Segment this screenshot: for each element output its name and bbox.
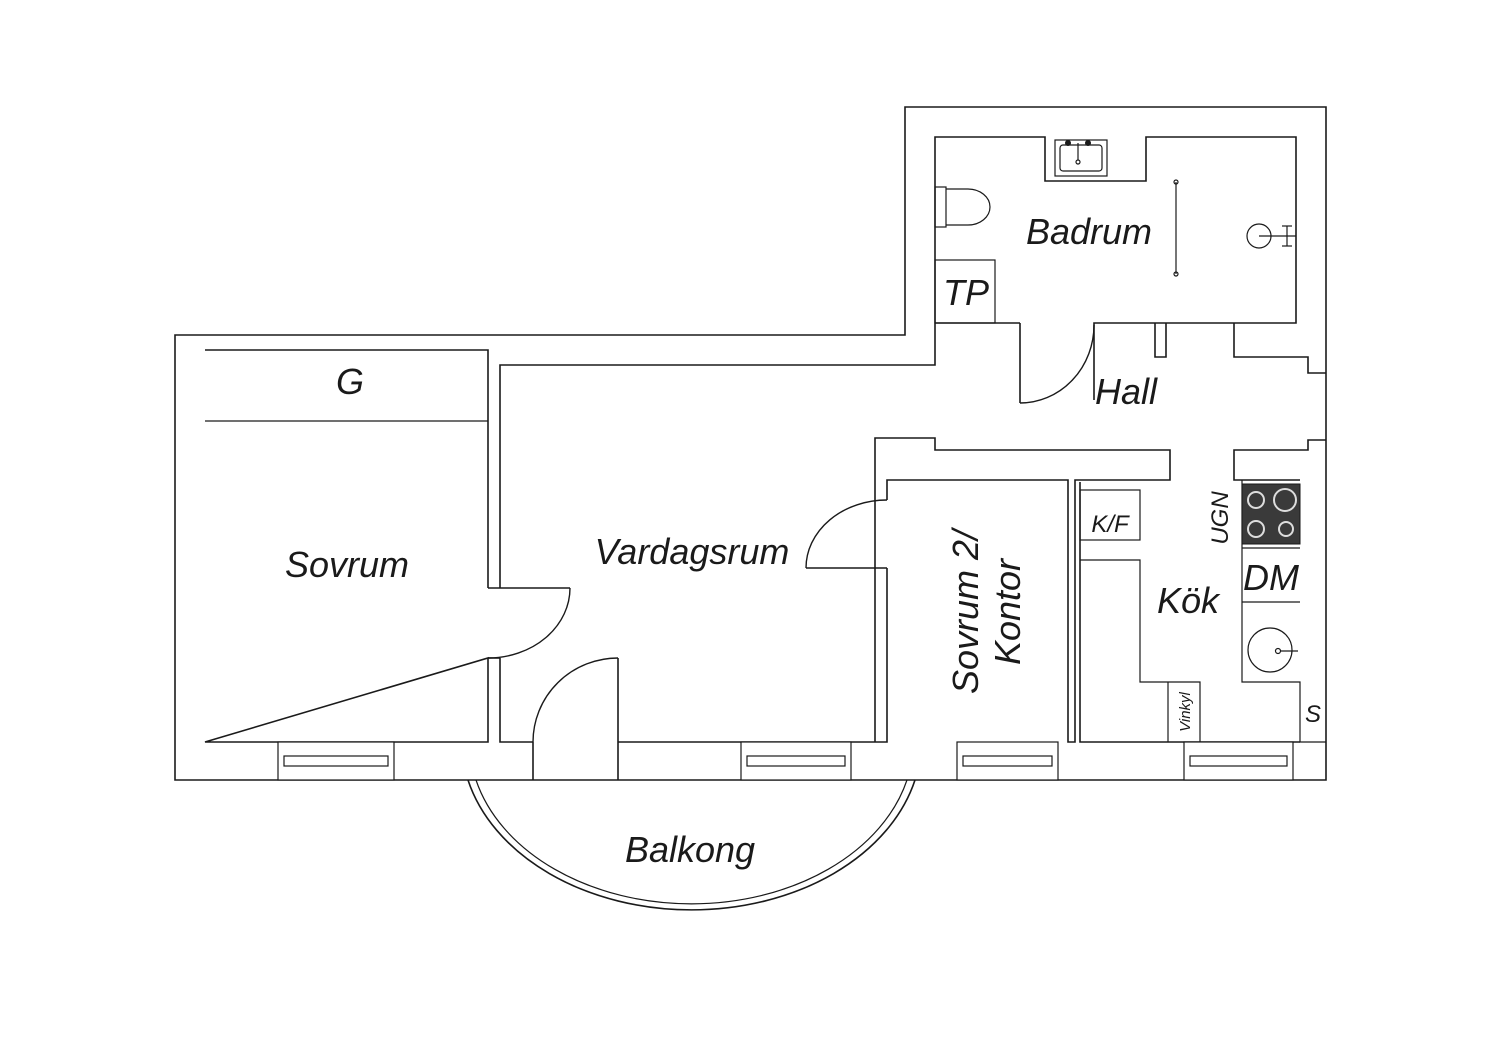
fixture-label-kf: K/F <box>1091 511 1130 538</box>
stove-icon <box>1241 483 1301 545</box>
fixture-label-s: S <box>1305 701 1321 728</box>
badrum-door <box>1019 324 1095 404</box>
window <box>740 741 852 781</box>
outer-walls <box>174 106 1327 781</box>
room-label-badrum: Badrum <box>1026 211 1152 252</box>
fixture-label-garderob: G <box>336 361 364 402</box>
window <box>956 741 1059 781</box>
shower-screen <box>1173 179 1179 277</box>
sink-icon <box>1054 139 1108 177</box>
badrum-room <box>934 136 1297 404</box>
kitchen-sink-icon <box>1247 627 1298 673</box>
room-label-sovrum2: Sovrum 2/ Kontor <box>945 526 1028 694</box>
kf-fridge <box>1079 489 1141 541</box>
hall-area <box>1154 323 1326 481</box>
sovrum2-door <box>805 499 888 569</box>
room-label-kok: Kök <box>1157 580 1221 621</box>
window <box>1183 741 1294 781</box>
vardagsrum-room <box>499 335 1171 780</box>
fixture-label-vinkyl: Vinkyl <box>1177 691 1194 731</box>
window <box>277 741 395 781</box>
fixture-label-tp: TP <box>943 272 989 313</box>
room-label-balkong: Balkong <box>625 829 755 870</box>
sovrum-door <box>487 587 571 659</box>
fixture-label-ugn: UGN <box>1207 491 1234 545</box>
room-label-hall: Hall <box>1095 371 1158 412</box>
balcony <box>467 779 916 911</box>
room-label-sovrum2-line1: Sovrum 2/ <box>945 526 986 694</box>
fixture-label-dm: DM <box>1243 557 1299 598</box>
tp-cabinet <box>934 259 996 324</box>
room-label-sovrum2-line2: Kontor <box>987 557 1028 665</box>
windows <box>277 741 1294 781</box>
sovrum-room <box>204 349 571 743</box>
room-label-sovrum: Sovrum <box>285 544 409 585</box>
room-label-vardagsrum: Vardagsrum <box>595 531 790 572</box>
shower-icon <box>1246 223 1296 249</box>
toilet-icon <box>934 186 991 228</box>
balcony-door <box>532 657 619 743</box>
